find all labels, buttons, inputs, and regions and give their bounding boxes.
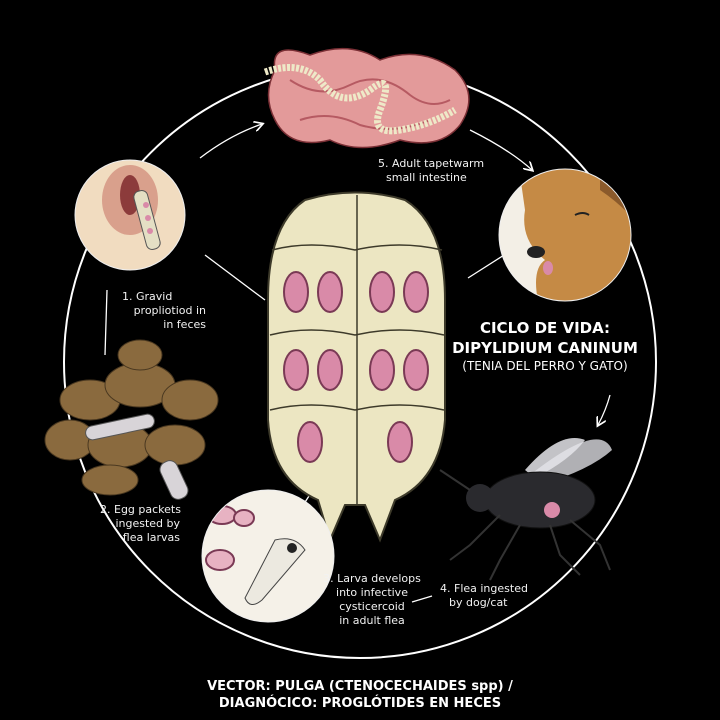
- larva-illustration: [201, 489, 335, 623]
- arrow-title-to-flea: [598, 394, 611, 425]
- cycle-arrows: [104, 124, 611, 603]
- stage-4-line1: 4. Flea ingested: [440, 582, 528, 595]
- title-line2: DIPYLIDIUM CANINUM: [452, 339, 638, 357]
- stage-2-line2: ingested by: [115, 517, 180, 530]
- stage-1-line3: in feces: [163, 318, 206, 331]
- anus-proglottid-illustration: [74, 159, 186, 271]
- proglottid-illustration: [267, 191, 446, 543]
- dog-illustration: [498, 168, 632, 302]
- arrow-1-to-5: [199, 124, 262, 159]
- stage-2-label: 2. Egg packets ingested by flea larvas: [100, 503, 181, 545]
- stage-3-line1: 3. Larva develops: [323, 572, 421, 585]
- stage-1-label: 1. Gravid propliotiod in in feces: [110, 290, 206, 332]
- footer-note: VECTOR: PULGA (CTENOCECHAIDES spp) / DIA…: [0, 678, 720, 712]
- arrow-feces-to-1: [104, 289, 108, 356]
- flea-illustration: [439, 438, 612, 581]
- feces-illustration: [44, 339, 219, 500]
- stage-5-line2: small intestine: [386, 171, 467, 184]
- stage-3-label: 3. Larva develops into infective cystice…: [322, 572, 422, 628]
- stage-3-line3: cysticercoid: [339, 600, 405, 613]
- stage-4-line2: by dog/cat: [449, 596, 508, 609]
- stage-4-label: 4. Flea ingested by dog/cat: [440, 582, 528, 610]
- arrow-5-to-dog: [469, 129, 532, 170]
- stage-2-line3: flea larvas: [122, 531, 180, 544]
- stage-3-line2: into infective: [336, 586, 408, 599]
- diagram-title: CICLO DE VIDA: DIPYLIDIUM CANINUM (TENIA…: [440, 318, 650, 374]
- connector-anus: [204, 254, 266, 301]
- stage-3-line4: in adult flea: [339, 614, 405, 627]
- stage-1-line2: propliotiod in: [133, 304, 206, 317]
- footer-diagnosis: DIAGNÓCICO: PROGLÓTIDES EN HECES: [218, 696, 502, 711]
- stage-1-line1: 1. Gravid: [122, 290, 173, 303]
- egg-packets: [283, 271, 429, 463]
- stage-2-line1: 2. Egg packets: [100, 503, 181, 516]
- stage-5-line1: 5. Adult tapetwarm: [378, 157, 485, 170]
- title-line1: CICLO DE VIDA:: [479, 319, 611, 337]
- stage-5-label: 5. Adult tapetwarm small intestine: [378, 157, 484, 185]
- title-subtitle: (TENIA DEL PERRO Y GATO): [462, 359, 628, 373]
- footer-vector: VECTOR: PULGA (CTENOCECHAIDES spp) /: [207, 679, 513, 694]
- connector-flea: [411, 595, 433, 603]
- intestine-illustration: [263, 47, 470, 149]
